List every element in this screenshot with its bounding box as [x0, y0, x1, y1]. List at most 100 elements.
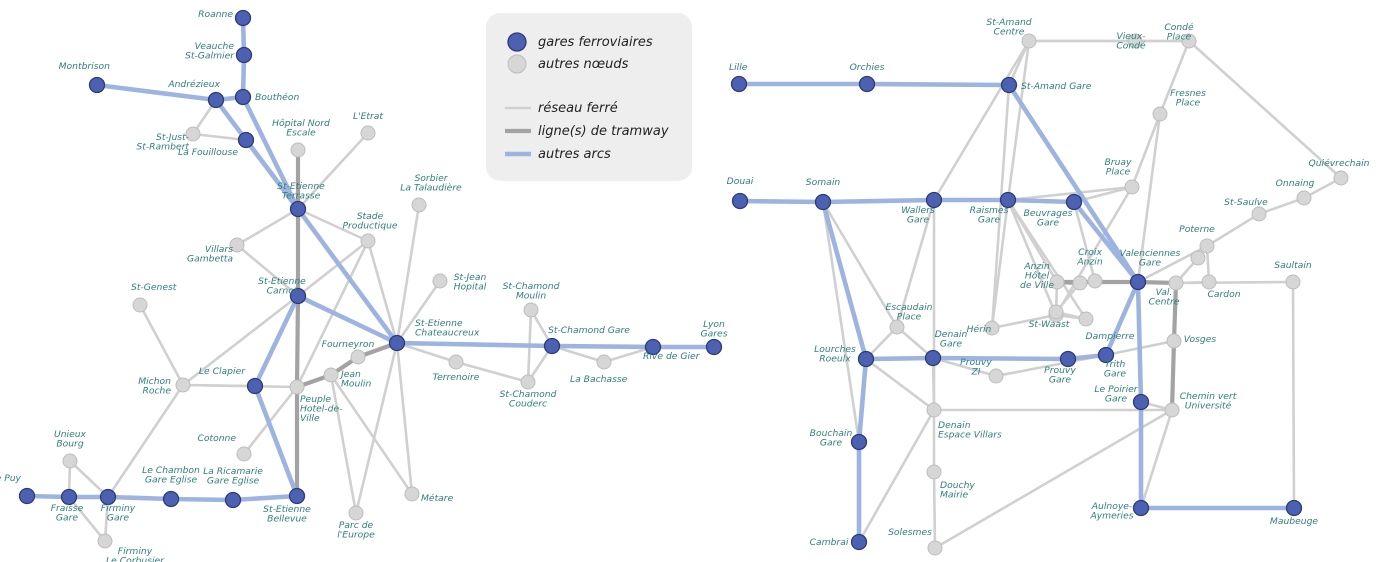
label-line: Valenciennes [1120, 248, 1181, 259]
label-line: Moulin [516, 291, 546, 302]
label-line: Sorbier [414, 173, 448, 184]
label-solesmes: Solesmes [888, 527, 932, 538]
label-line: Roeulx [819, 354, 851, 365]
station-node-fraisse [60, 488, 78, 506]
label-line: Michon [138, 376, 171, 387]
label-lepuy: Le Puy [0, 473, 22, 484]
label-lille: Lille [729, 62, 748, 73]
node-letrat [360, 125, 376, 141]
legend-tram-label: ligne(s) de tramway [538, 124, 669, 139]
station-node-prouvy_gare [1059, 350, 1077, 368]
node-denain_villars [926, 402, 942, 418]
node-cotonne [236, 446, 252, 462]
label-line: Le Puy [0, 473, 22, 484]
node-onnaing [1296, 190, 1312, 206]
label-line: Gare [907, 215, 930, 226]
rail-edge-prouvy_zi-denain_gare [931, 356, 998, 378]
label-line: Gambetta [187, 254, 233, 265]
label-line: Quiévrechain [1308, 158, 1369, 169]
rail-edge-stsaulve-poterne [1205, 212, 1261, 248]
station-node-lepuy [18, 487, 36, 505]
legend-station-symbol [507, 32, 527, 52]
label-montbrison: Montbrison [59, 61, 111, 72]
rail-edge-conde_place-quievrechain [1187, 39, 1343, 180]
label-line: Beuvrages [1024, 208, 1073, 219]
label-line: Rive de Gier [643, 351, 701, 362]
label-line: Saultain [1274, 260, 1312, 271]
rail-edge-conde_place-fresnes [1158, 39, 1191, 116]
label-cardon: Cardon [1207, 289, 1240, 300]
label-stamand_gare: St-Amand Gare [1021, 81, 1092, 92]
station-node-firminy [99, 488, 117, 506]
node-villars [229, 237, 245, 253]
label-terrenoire: Terrenoire [433, 372, 480, 383]
rail-edge-onnaing-stsaulve [1257, 196, 1306, 216]
station-node-terrasse [289, 200, 307, 218]
node-quievrechain [1333, 170, 1349, 186]
node-bruay [1124, 179, 1140, 195]
arc-edge-stamand_gare-valenciennes [1006, 82, 1141, 285]
rail-edge-villars-carnot [235, 243, 300, 298]
label-stjust: St-Just-St-Rambert [136, 132, 189, 153]
rail-edge-lourches-denain_villars [864, 357, 936, 412]
rail-edge-terrasse-villars [235, 207, 300, 247]
label-vieux_conde: Vieux-Condé [1116, 31, 1146, 52]
legend-other-nodes-label: autres nœuds [538, 57, 629, 72]
label-line: Bouthéon [255, 92, 299, 103]
rail-edge-michon-firminy [106, 383, 185, 499]
station-node-chateaucreux [388, 334, 406, 352]
node-chemin_vert [1164, 402, 1180, 418]
node-sorbier [411, 197, 427, 213]
label-somain: Somain [806, 177, 841, 188]
label-line: Jean [339, 369, 361, 380]
label-line: Vieux- [1116, 31, 1145, 42]
label-val_centre: Val.Centre [1149, 287, 1180, 308]
rail-edge-douchy-solesmes [932, 470, 937, 550]
label-cotonne: Cotonne [197, 433, 236, 444]
rail-edge-fresnes-bruay [1130, 112, 1162, 189]
arc-edge-lourches-denain_gare [863, 355, 936, 362]
label-line: St-Etienne [263, 504, 311, 515]
rail-edge-fraisse-corbusier [67, 495, 107, 543]
node-anzin_hotel [1049, 274, 1065, 290]
station-node-douai [731, 192, 749, 210]
station-node-lourches [857, 350, 875, 368]
label-line: Aulnoye- [1091, 501, 1133, 512]
label-stsaulve: St-Saulve [1224, 197, 1268, 208]
rail-edge-stamand_gare-herin [990, 83, 1011, 330]
node-douchy [926, 464, 942, 480]
station-node-valenciennes [1129, 273, 1147, 291]
rail-edge-michon-peuple [181, 383, 299, 389]
legend-rail-label: réseau ferré [538, 101, 618, 116]
label-line: Prouvy [960, 357, 992, 368]
rail-edge-stamand_centre-raismes [1006, 39, 1031, 202]
label-line: Raismes [970, 205, 1009, 216]
label-vosges: Vosges [1184, 334, 1217, 345]
rail-edge-terrasse-letrat [296, 131, 370, 211]
tram-edge-val_centre-vosges [1171, 280, 1179, 344]
station-node-trith [1097, 346, 1115, 364]
node-cardon [1201, 274, 1217, 290]
station-node-roanne [234, 9, 252, 27]
label-line: Onnaing [1276, 178, 1315, 189]
station-node-clapier [246, 377, 264, 395]
node-hopital_nord [290, 142, 306, 158]
tram-edge-vosges-chemin_vert [1169, 338, 1177, 413]
node-conde_place [1181, 33, 1197, 49]
rail-edge-somain-bouchain [821, 200, 861, 444]
